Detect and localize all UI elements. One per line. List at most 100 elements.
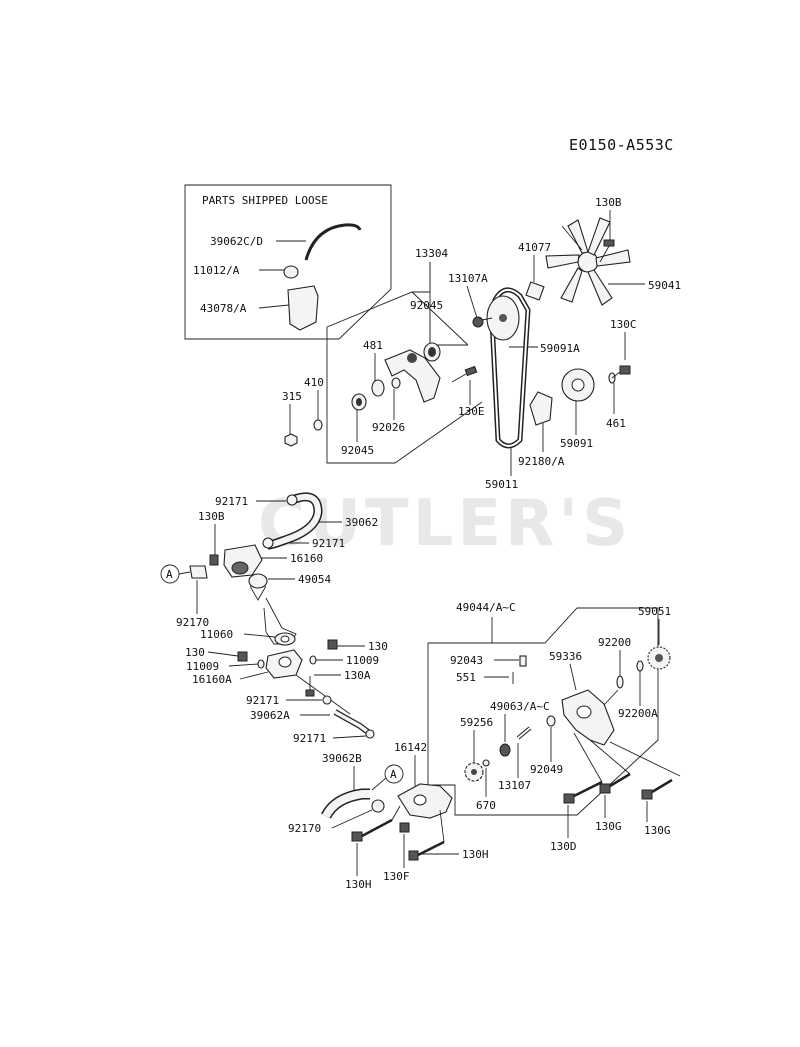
label-43078a: 43078/A [200,302,247,315]
spacer-41077 [525,281,545,301]
label-92043: 92043 [450,654,483,667]
label-16160: 16160 [290,552,323,565]
label-130a-upper: 130A [344,669,371,682]
bolt-130d [563,780,603,804]
bolt-13107a [472,316,493,328]
label-49054: 49054 [298,573,331,586]
label-92180a: 92180/A [518,455,565,468]
label-92045-a: 92045 [410,299,443,312]
oring-92049 [546,715,556,727]
bolt-130b-top [599,239,615,263]
label-92170-b: 92170 [288,822,321,835]
label-49063: 49063/A~C [490,700,550,713]
washer-92200 [616,675,624,689]
label-410: 410 [304,376,324,389]
bolt-130h-left [351,818,393,842]
label-49044: 49044/A~C [456,601,516,614]
bolt-130a-upper [305,676,315,697]
label-92200a: 92200A [618,707,658,720]
reference-a-circle-2 [384,764,404,784]
label-92171-a: 92171 [215,495,248,508]
label-130-b: 130 [185,646,205,659]
hose-39062cd [304,223,362,261]
label-130d: 130D [550,840,577,853]
label-130-a: 130 [368,640,388,653]
label-13107a: 13107A [448,272,488,285]
impeller-59256 [464,762,484,782]
washer-92200a [636,660,644,672]
spacer-481 [371,379,385,397]
washer-11009-b [257,659,265,669]
pin-92043 [519,655,527,667]
label-59091a: 59091A [540,342,580,355]
label-461: 461 [606,417,626,430]
loose-box-title: PARTS SHIPPED LOOSE [202,194,328,207]
diagram-code: E0150-A553C [569,136,674,154]
label-59336: 59336 [549,650,582,663]
watermark: CUTLER'S [258,487,632,561]
label-13304: 13304 [415,247,448,260]
label-92200: 92200 [598,636,631,649]
label-481: 481 [363,339,383,352]
oring-670 [482,759,490,767]
label-11009-b: 11009 [186,660,219,673]
label-59091: 59091 [560,437,593,450]
belt-59011 [489,287,531,449]
label-130h-a: 130H [345,878,372,891]
reservoir-43078a [287,285,319,331]
label-130g-a: 130G [595,820,622,833]
washer-410 [313,419,323,431]
label-92171-d: 92171 [293,732,326,745]
label-551: 551 [456,671,476,684]
label-39062cd: 39062C/D [210,235,263,248]
clamp-92171-d [365,729,375,739]
label-11009-a: 11009 [346,654,379,667]
label-59011: 59011 [485,478,518,491]
nut-315 [284,433,298,447]
label-130f: 130F [383,870,410,883]
label-670: 670 [476,799,496,812]
bolt-130-a [327,639,338,650]
label-92045-b: 92045 [341,444,374,457]
label-39062b: 39062B [322,752,362,765]
clamp-92171-c [322,695,332,705]
label-59256: 59256 [460,716,493,729]
label-130b-mid: 130B [198,510,225,523]
clamp-92170-b [371,799,385,813]
clamp-92170-a [189,565,208,579]
bolt-130g-left [599,772,631,794]
label-16160a: 16160A [192,673,232,686]
label-a-1: A [166,568,173,581]
bolt-130e [451,365,478,383]
thermostat-49054 [248,573,268,601]
label-315: 315 [282,390,302,403]
shim-92180a [529,391,553,426]
bolt-130h-right [408,840,445,861]
clamp-92171-a [286,494,298,506]
label-41077: 41077 [518,241,551,254]
gear-59051 [647,646,671,670]
label-92170-a: 92170 [176,616,209,629]
pulley-59091 [561,368,595,402]
label-a-2: A [390,768,397,781]
fan-59041 [545,217,631,306]
washer-92026 [391,377,401,389]
label-39062: 39062 [345,516,378,529]
label-92171-b: 92171 [312,537,345,550]
seal-49063 [499,743,511,757]
label-59041: 59041 [648,279,681,292]
bolt-130f [399,822,410,833]
bolt-130c [611,365,631,379]
shaft-13107 [516,726,532,740]
bolt-130g-right [641,778,673,800]
label-92026: 92026 [372,421,405,434]
label-13107: 13107 [498,779,531,792]
washer-11009-a [309,655,317,665]
bolt-130-b [237,651,248,662]
label-92171-c: 92171 [246,694,279,707]
label-92049: 92049 [530,763,563,776]
tensioner-arm [384,349,441,403]
clamp-92171-b [262,537,274,549]
label-130e: 130E [458,405,485,418]
